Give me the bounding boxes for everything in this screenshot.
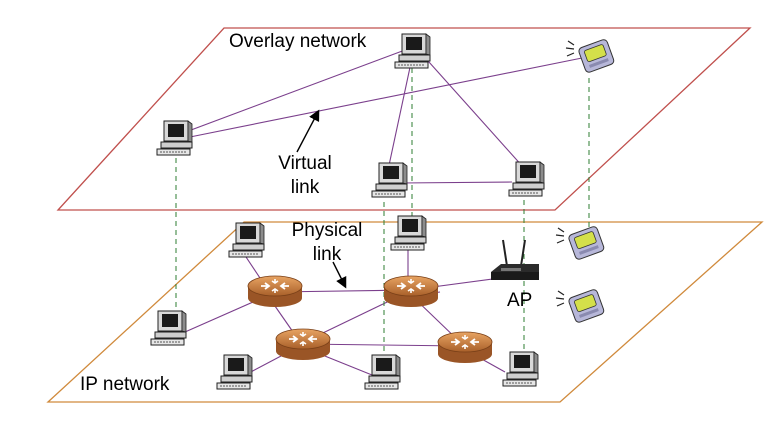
overlay-mappings [175, 68, 590, 362]
router-center-icon [383, 275, 439, 308]
router-left-icon [247, 275, 303, 308]
virtual-link [419, 51, 525, 169]
overlay-host-right-icon [508, 161, 545, 197]
ip-host-bottom-center-icon [364, 354, 401, 390]
overlay-host-center-icon [371, 162, 408, 198]
ip-network-label: IP network [80, 374, 170, 395]
physical-link-arrow-icon [332, 261, 347, 289]
overlay-host-left-icon [156, 120, 193, 156]
ip-host-bottom-left-icon [216, 354, 253, 390]
wireless-access-point-icon [491, 239, 539, 280]
ip-host-left-icon [150, 310, 187, 346]
virtual-link-label-line2: link [290, 177, 320, 198]
overlay-network-plane [56, 27, 752, 211]
ip-host-top-center-icon [390, 215, 427, 251]
ip-pda-lower-icon [555, 287, 606, 324]
physical-link-label-line2: link [312, 244, 342, 265]
router-bottom-left-icon [275, 328, 331, 361]
ip-pda-upper-icon [555, 224, 606, 261]
virtual-link-arrow-icon [296, 109, 320, 153]
overlay-host-top-icon [394, 33, 431, 69]
virtual-link [182, 49, 406, 134]
physical-link-label-line1: Physical [291, 220, 363, 241]
overlay-network-label: Overlay network [229, 31, 367, 52]
ip-host-top-left-icon [228, 222, 265, 258]
ip-host-bottom-right-icon [502, 351, 539, 387]
virtual-link-label-line1: Virtual [278, 153, 332, 174]
virtual-link [387, 57, 413, 171]
overlay-pda-icon [565, 37, 616, 74]
physical-link [184, 297, 263, 333]
virtual-links [182, 49, 583, 184]
virtual-link [399, 181, 513, 184]
router-bottom-right-icon [437, 331, 493, 364]
access-point-label: AP [507, 290, 533, 311]
virtual-link [189, 57, 583, 138]
